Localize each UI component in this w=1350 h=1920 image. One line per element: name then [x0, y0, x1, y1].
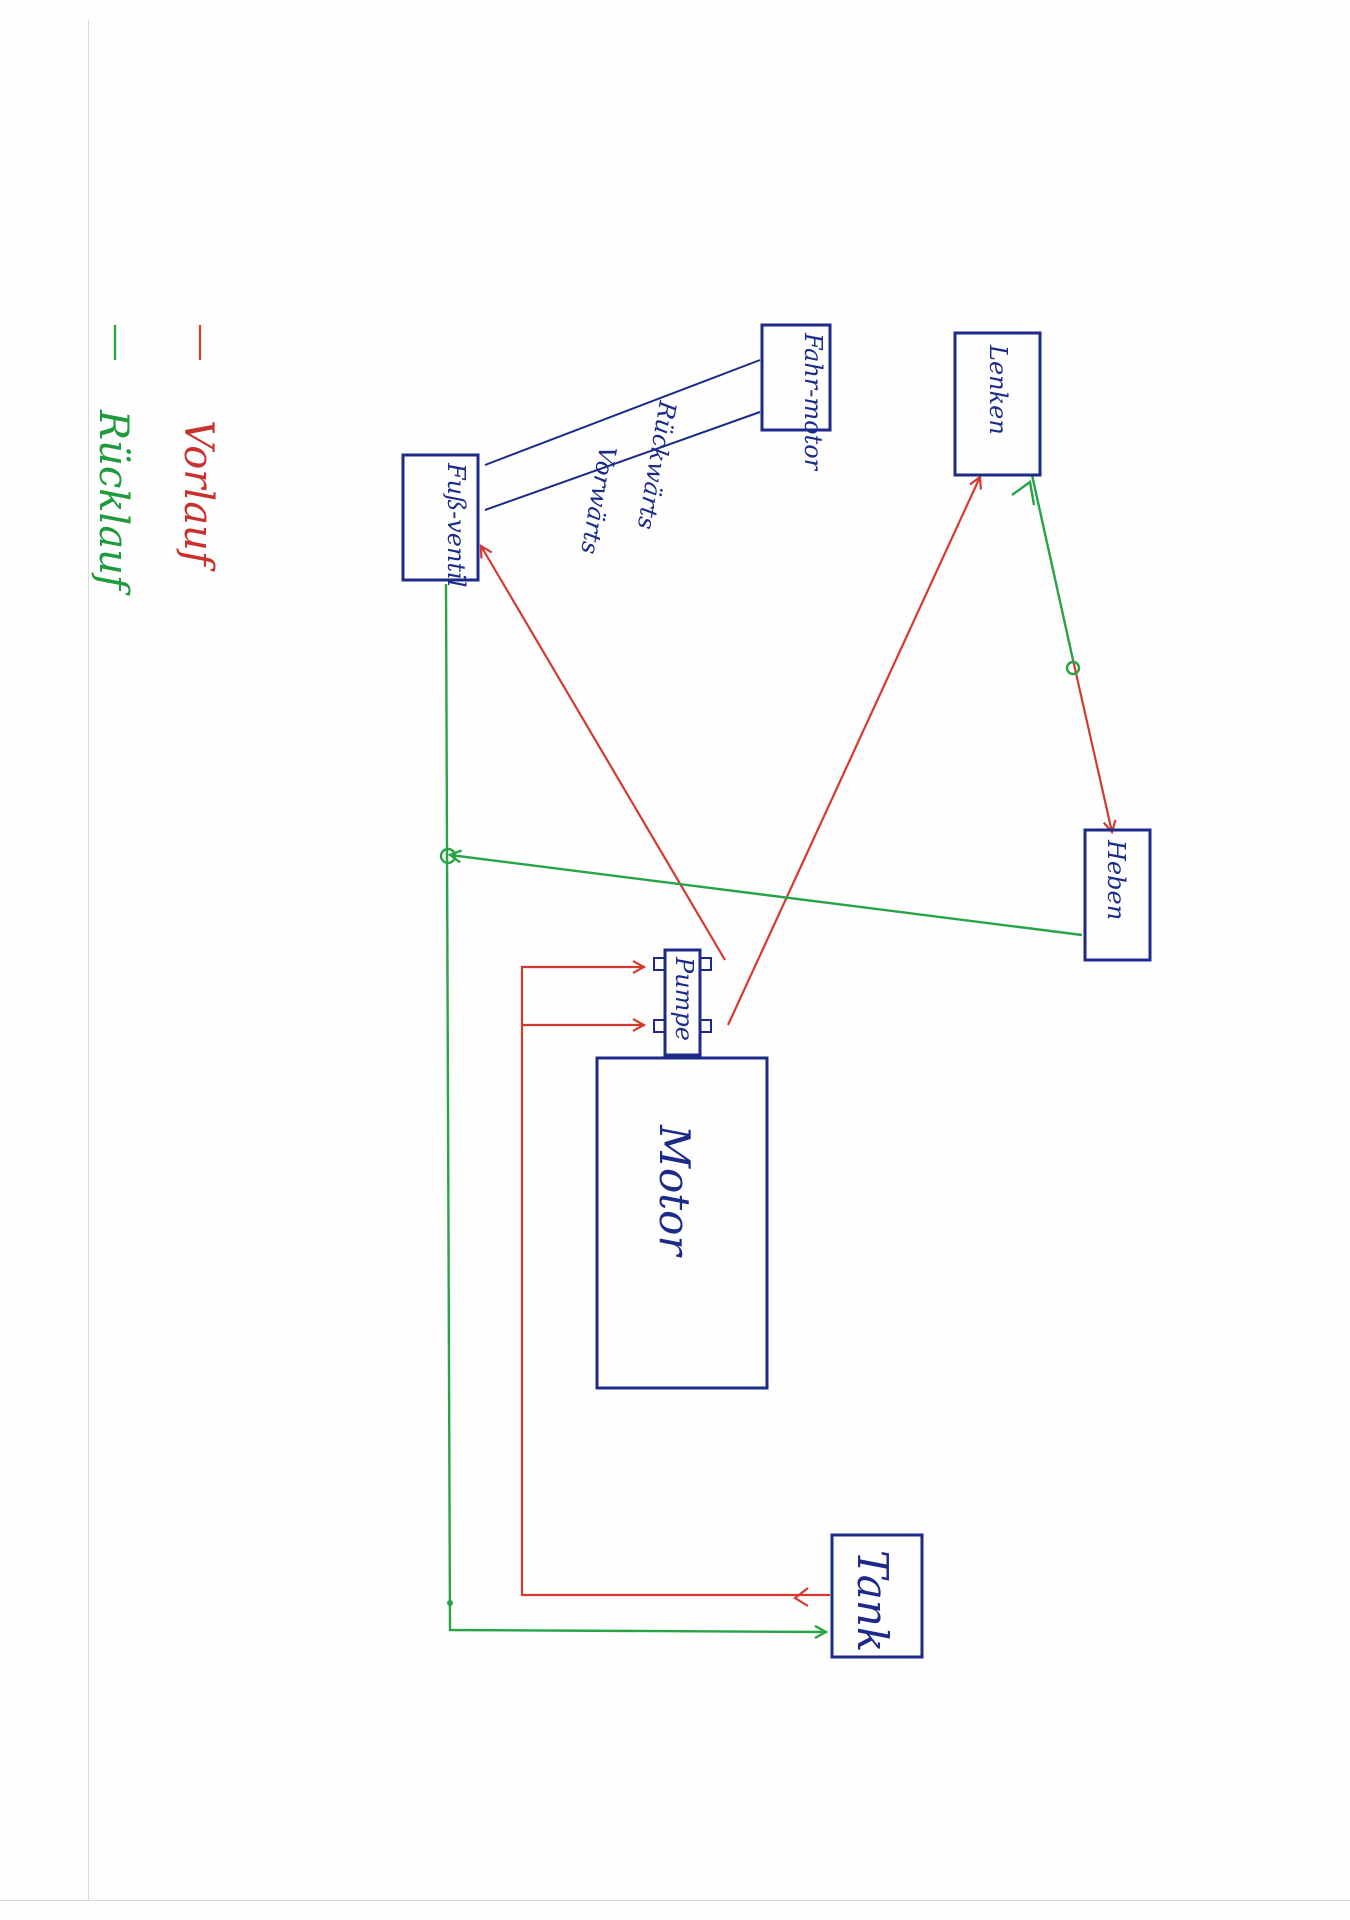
return-lines	[439, 474, 1083, 1632]
fahrventil-box	[401, 453, 480, 582]
lenken-return-tick	[1011, 479, 1036, 506]
legend: Vorlauf Rücklauf	[90, 325, 221, 596]
junction-dot-left	[439, 847, 457, 865]
pumpe-port-3	[699, 957, 712, 971]
label-vorwaerts: Vorwärts	[575, 444, 622, 557]
tank-label: Tank	[848, 1550, 897, 1652]
supply-lenken-to-heben	[1071, 659, 1112, 832]
motor-box	[595, 1056, 769, 1390]
component-tank: Tank	[830, 1533, 924, 1659]
fahrmotor-label: Fahr-motor	[799, 332, 827, 472]
pumpe-port-1	[653, 957, 666, 971]
supply-lines	[481, 477, 1112, 1607]
return-to-tank	[444, 583, 826, 1632]
drive-lines: Rückwärts Vorwärts	[484, 359, 761, 557]
fahrmotor-box	[760, 323, 832, 432]
lenken-box	[953, 331, 1042, 477]
component-pumpe: Pumpe	[653, 948, 712, 1057]
pumpe-port-2	[653, 1019, 666, 1033]
page-left-edge	[88, 20, 89, 1900]
reverse-line	[484, 411, 761, 511]
label-rueckwaerts: Rückwärts	[632, 398, 682, 532]
return-lenken-line	[1030, 474, 1075, 661]
junction-dot-right	[1065, 660, 1081, 676]
legend-return-label: Rücklauf	[90, 409, 136, 596]
tank-box	[830, 1533, 924, 1659]
motor-label: Motor	[650, 1124, 699, 1258]
component-fahrventil: Fuß-ventil	[401, 453, 480, 587]
heben-box	[1083, 828, 1152, 962]
supply-pump-to-lenken	[727, 477, 980, 1026]
fahrventil-label: Fuß-ventil	[442, 462, 470, 587]
forward-line	[484, 359, 761, 466]
supply-pump-to-fahrventil	[481, 546, 726, 961]
component-motor: Motor	[595, 1056, 769, 1390]
lenken-label: Lenken	[984, 344, 1012, 435]
component-heben: Heben	[1083, 828, 1152, 962]
junction-dot-tank	[447, 1600, 453, 1606]
suction-line-upper	[520, 967, 830, 1597]
tank-outlet-arrow	[793, 1587, 809, 1607]
component-lenken: Lenken	[953, 331, 1042, 477]
page-bottom-edge	[0, 1900, 1350, 1901]
legend-supply-label: Vorlauf	[175, 420, 221, 572]
pumpe-label: Pumpe	[670, 956, 698, 1041]
heben-label: Heben	[1102, 839, 1130, 920]
pumpe-port-4	[699, 1019, 712, 1033]
component-fahrmotor: Fahr-motor	[760, 323, 832, 472]
pumpe-box	[663, 948, 702, 1057]
return-heben-to-main	[450, 855, 1083, 937]
